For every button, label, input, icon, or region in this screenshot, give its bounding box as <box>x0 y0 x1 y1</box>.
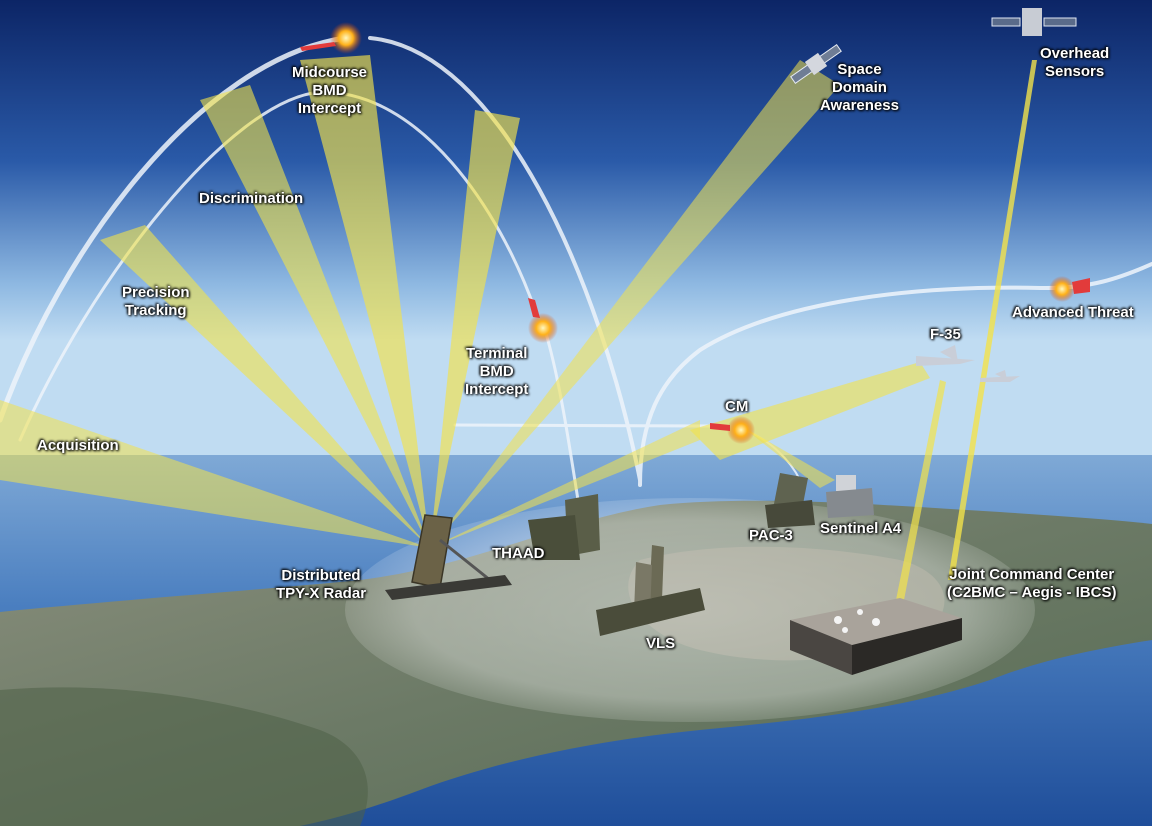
beam-overhead-jcc <box>948 60 1037 580</box>
missile-icon <box>710 423 730 431</box>
missile-icon <box>1072 278 1090 294</box>
explosion-icon <box>528 313 558 343</box>
beam-acquisition <box>0 400 430 548</box>
label-acquisition: Acquisition <box>37 437 119 454</box>
beam-sentinel-cm <box>740 425 835 488</box>
label-vls: VLS <box>646 635 676 652</box>
satellite-icon <box>991 8 1077 36</box>
cm-trajectory <box>453 423 717 428</box>
explosion-icon <box>727 416 755 444</box>
label-terminal-bmd-intercept: Terminal BMD Intercept <box>465 345 529 398</box>
beam-space-domain <box>430 60 840 548</box>
satellite-icon <box>790 43 842 85</box>
beam-terminal <box>430 110 520 548</box>
building-icon <box>790 598 962 675</box>
label-precision-tracking: Precision Tracking <box>122 284 190 319</box>
label-thaad: THAAD <box>492 545 545 562</box>
midcourse-outer-trajectory <box>0 35 348 423</box>
missiles <box>300 42 1090 431</box>
label-discrimination: Discrimination <box>199 190 304 207</box>
label-pac3: PAC-3 <box>749 527 793 544</box>
label-space-domain-awareness: Space Domain Awareness <box>820 61 899 114</box>
launcher-icon <box>765 473 815 528</box>
jet-icon <box>916 345 975 366</box>
radar-beams <box>0 55 840 548</box>
island-shade <box>0 687 368 826</box>
explosion-icon <box>1049 276 1075 302</box>
launcher-icon <box>596 545 705 636</box>
missile-icon <box>528 298 540 318</box>
explosions <box>330 22 1075 444</box>
beam-precision-tracking <box>100 225 430 548</box>
midcourse-return-trajectory <box>368 36 642 482</box>
beam-discrimination <box>200 85 430 548</box>
label-overhead-sensors: Overhead Sensors <box>1040 45 1110 80</box>
label-f35: F-35 <box>930 326 961 343</box>
beam-cm <box>430 420 700 548</box>
label-distributed-tpy-x-radar: Distributed TPY-X Radar <box>276 567 367 602</box>
launcher-icon <box>528 494 600 560</box>
label-advanced-threat: Advanced Threat <box>1012 304 1134 321</box>
label-sentinel-a4: Sentinel A4 <box>820 520 902 537</box>
label-midcourse-bmd-intercept: Midcourse BMD Intercept <box>292 64 368 117</box>
beam-f35-jcc <box>896 380 946 600</box>
sky <box>0 0 1152 460</box>
beam-midcourse <box>300 55 430 548</box>
label-cm: CM <box>725 398 749 415</box>
label-joint-command-center: Joint Command Center (C2BMC – Aegis - IB… <box>947 566 1117 601</box>
radar-icon <box>385 514 512 600</box>
jet-icon <box>980 370 1020 382</box>
radar-icon <box>826 475 874 518</box>
missile-icon <box>300 42 336 51</box>
explosion-icon <box>330 22 362 54</box>
